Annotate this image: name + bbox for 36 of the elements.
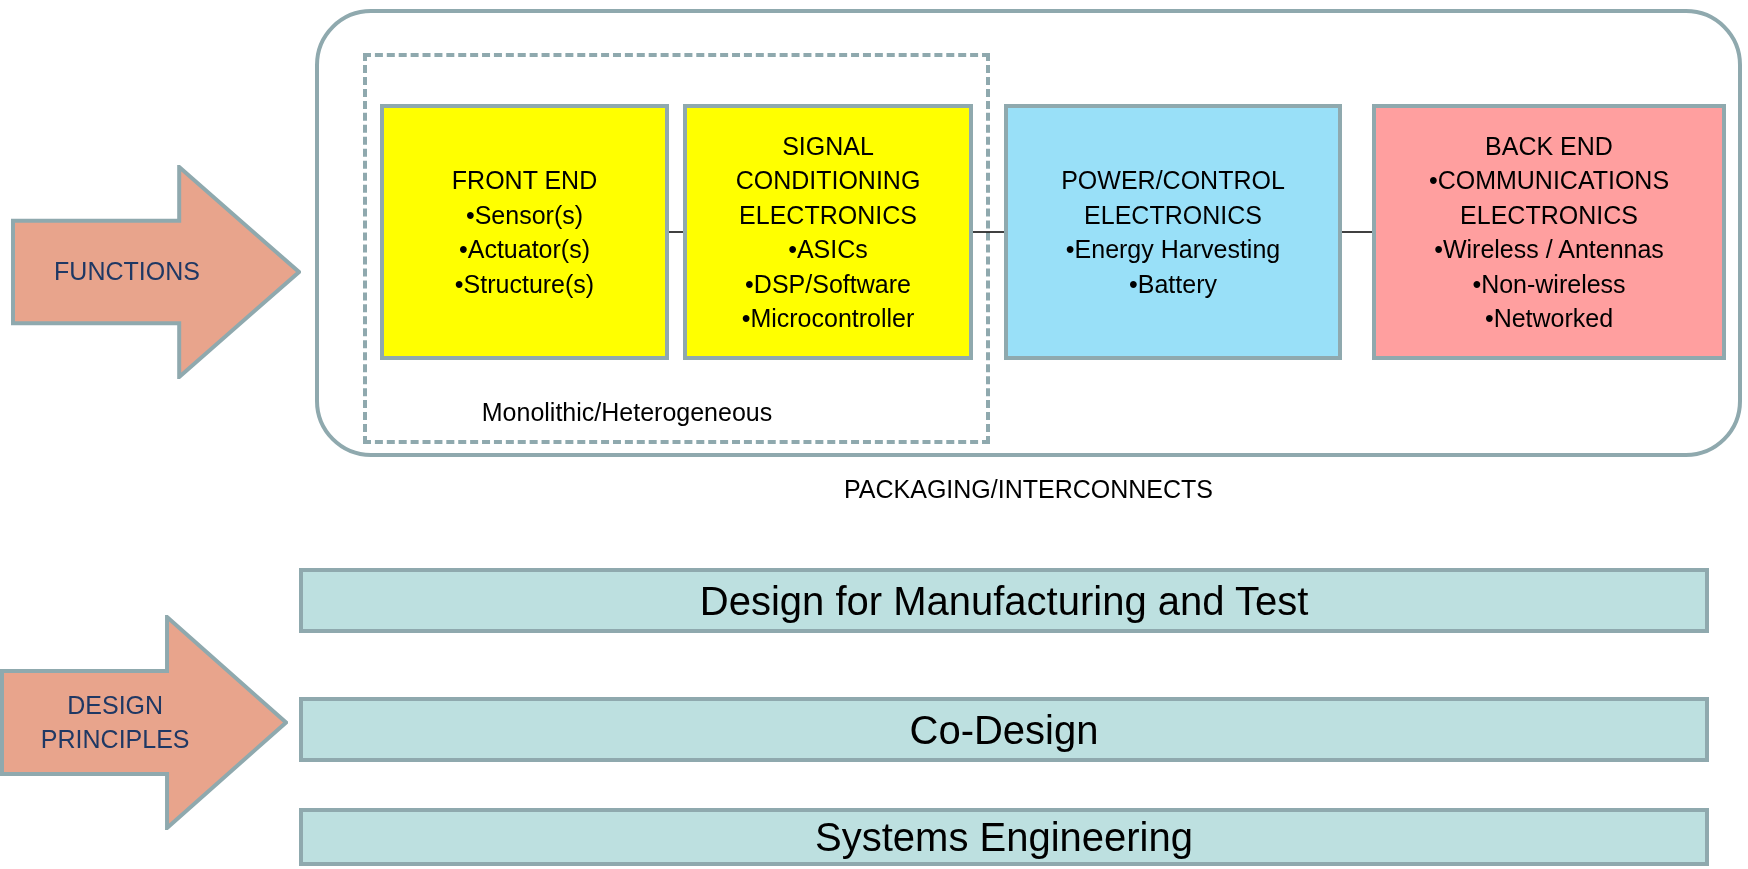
box-heading: BACK END	[1485, 130, 1613, 162]
bullet-item: •Structure(s)	[454, 268, 595, 300]
bullet-item: •Sensor(s)	[465, 199, 584, 231]
principle-bar	[299, 568, 1709, 633]
dashed-group-box	[363, 53, 990, 444]
process-box	[1372, 104, 1726, 360]
block-arrow	[11, 165, 301, 379]
bullet-item: •DSP/Software	[745, 268, 911, 300]
box-heading: POWER/CONTROL ELECTRONICS	[1060, 165, 1286, 231]
process-box	[380, 104, 669, 360]
principle-bar	[299, 808, 1709, 866]
bullet-item: •Energy Harvesting	[1065, 234, 1281, 265]
block-arrow	[0, 615, 288, 830]
bar-label: Design for Manufacturing and Test	[699, 578, 1309, 623]
bullet-item: •ASICs	[788, 234, 868, 265]
process-box	[1004, 104, 1342, 360]
box-heading: SIGNAL CONDITIONING ELECTRONICS	[734, 130, 922, 231]
principle-bar	[299, 697, 1709, 762]
bullet-item: •Wireless / Antennas	[1434, 234, 1664, 265]
arrow-label: DESIGN PRINCIPLES	[39, 689, 191, 755]
bar-label: Co-Design	[909, 707, 1099, 752]
connector-line	[1341, 231, 1373, 233]
connector-line	[972, 231, 1005, 233]
bullet-item: •Networked	[1484, 303, 1614, 334]
bullet-item: •Non-wireless	[1472, 268, 1626, 300]
process-box	[683, 104, 973, 360]
bullet-item: •COMMUNICATIONS ELECTRONICS	[1427, 165, 1671, 231]
bullet-item: •Microcontroller	[741, 303, 915, 334]
arrow-label: FUNCTIONS	[53, 256, 201, 288]
group-label: Monolithic/Heterogeneous	[480, 396, 774, 428]
bullet-item: •Battery	[1129, 268, 1217, 300]
connector-line	[668, 231, 684, 233]
box-heading: FRONT END	[451, 165, 598, 196]
container-label: PACKAGING/INTERCONNECTS	[843, 474, 1214, 505]
bullet-item: •Actuator(s)	[459, 234, 590, 265]
bar-label: Systems Engineering	[815, 815, 1193, 859]
